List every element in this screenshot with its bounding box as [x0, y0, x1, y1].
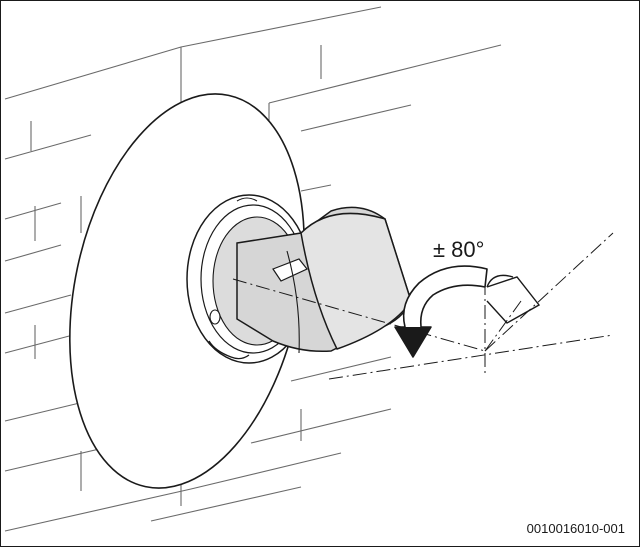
rotation-arrow	[394, 265, 488, 358]
elbow-pipe	[236, 206, 412, 354]
rotated-pipe-outline	[486, 274, 541, 324]
rotation-angle-label: ± 80°	[433, 237, 485, 262]
figure-id-label: 0010016010-001	[526, 521, 625, 536]
axis-lines	[232, 232, 614, 380]
brick-wall	[4, 6, 502, 532]
